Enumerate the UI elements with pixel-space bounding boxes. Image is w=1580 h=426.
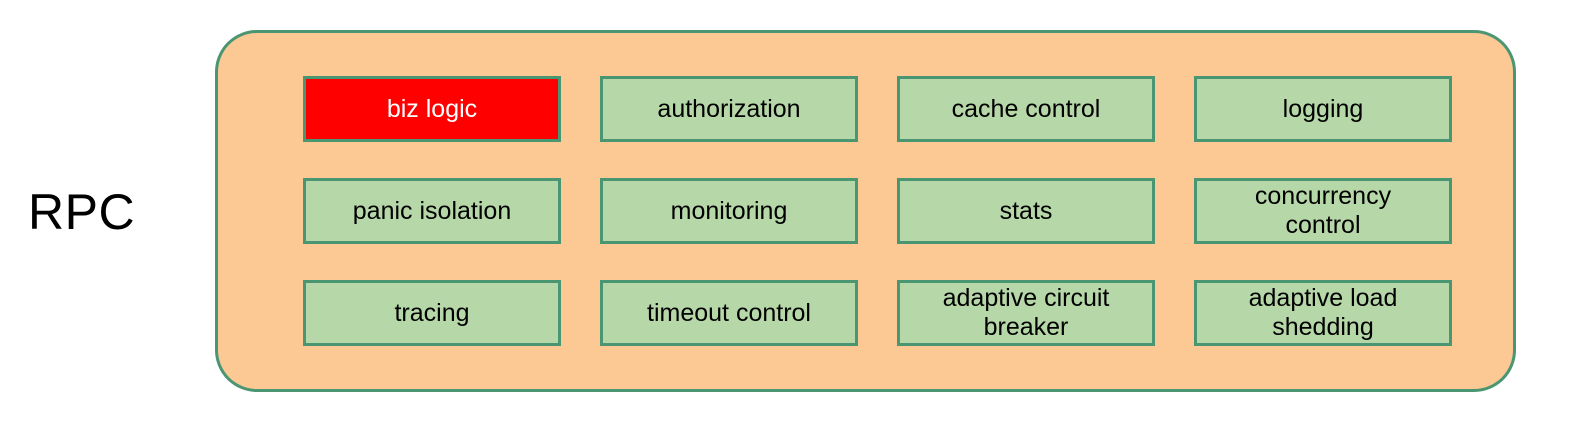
feature-box-label: stats — [999, 196, 1053, 225]
feature-box-biz-logic[interactable]: biz logic — [303, 76, 561, 142]
feature-box-concurrency-control[interactable]: concurrency control — [1194, 178, 1452, 244]
feature-box-label: logging — [1282, 94, 1364, 123]
feature-box-adaptive-circuit-breaker[interactable]: adaptive circuit breaker — [897, 280, 1155, 346]
feature-box-label: tracing — [394, 298, 470, 327]
feature-box-label: biz logic — [386, 94, 478, 123]
feature-box-monitoring[interactable]: monitoring — [600, 178, 858, 244]
feature-box-label: cache control — [951, 94, 1101, 123]
feature-box-label: adaptive circuit breaker — [942, 284, 1110, 341]
feature-box-adaptive-load-shedding[interactable]: adaptive load shedding — [1194, 280, 1452, 346]
feature-grid: biz logic authorization cache control loggi… — [303, 76, 1453, 346]
feature-box-stats[interactable]: stats — [897, 178, 1155, 244]
feature-box-label: authorization — [657, 94, 801, 123]
feature-box-label: timeout control — [647, 298, 811, 327]
feature-box-cache-control[interactable]: cache control — [897, 76, 1155, 142]
feature-box-authorization[interactable]: authorization — [600, 76, 858, 142]
feature-box-panic-isolation[interactable]: panic isolation — [303, 178, 561, 244]
feature-box-label: concurrency control — [1254, 182, 1392, 239]
feature-box-timeout-control[interactable]: timeout control — [600, 280, 858, 346]
feature-box-label: adaptive load shedding — [1248, 284, 1398, 341]
feature-box-logging[interactable]: logging — [1194, 76, 1452, 142]
rpc-side-label: RPC — [28, 184, 136, 240]
feature-box-tracing[interactable]: tracing — [303, 280, 561, 346]
feature-box-label: monitoring — [670, 196, 788, 225]
feature-box-label: panic isolation — [352, 196, 512, 225]
rpc-container: biz logic authorization cache control loggi… — [215, 30, 1516, 392]
